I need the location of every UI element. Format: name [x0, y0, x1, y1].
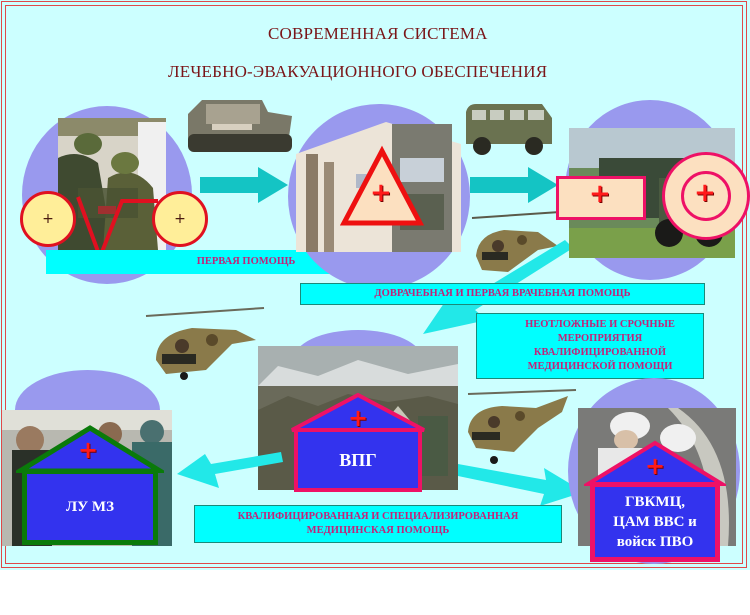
vpg-house-body: ВПГ: [294, 428, 422, 492]
red-cross-icon: +: [589, 179, 611, 209]
lu-mz-label: ЛУ МЗ: [65, 498, 114, 515]
double-circle-inner-ring: [681, 171, 731, 221]
arrow-left-icon: [177, 452, 283, 488]
red-cross-icon: +: [370, 178, 392, 208]
gvkmc-label-line-1: ГВКМЦ,: [625, 494, 685, 510]
banner-pre-medical: ДОВРАЧЕБНАЯ И ПЕРВАЯ ВРАЧЕБНАЯ ПОМОЩЬ: [300, 283, 705, 305]
red-cross-icon: +: [694, 178, 716, 208]
rectangle-aid-icon: [556, 176, 646, 220]
slide-border-outer: [1, 1, 747, 568]
banner-qualified-line-1: КВАЛИФИЦИРОВАННАЯ И СПЕЦИАЛИЗИРОВАННАЯ: [237, 511, 519, 522]
ambulance-vehicle-image: [462, 96, 554, 161]
banner-urgent-line-3: КВАЛИФИЦИРОВАННОЙ: [533, 347, 667, 358]
lu-mz-house-icon: ЛУ МЗ: [16, 425, 164, 547]
red-cross-icon: +: [78, 436, 99, 464]
title-line-1: СОВРЕМЕННАЯ СИСТЕМА: [268, 24, 488, 43]
gvkmc-house-icon: ГВКМЦ, ЦАМ ВВС и войск ПВО: [584, 440, 726, 562]
helicopter-image: [458, 382, 578, 464]
slide: СОВРЕМЕННАЯ СИСТЕМА ЛЕЧЕБНО-ЭВАКУАЦИОННО…: [0, 0, 750, 570]
arrow-right-icon: [200, 167, 288, 203]
vpg-house-icon: ВПГ: [288, 392, 428, 494]
banner-qualified-line-2: МЕДИЦИНСКАЯ ПОМОЩЬ: [306, 525, 450, 536]
banner-urgent-measures: НЕОТЛОЖНЫЕ И СРОЧНЫЕ МЕРОПРИЯТИЯ КВАЛИФИ…: [476, 313, 704, 379]
check-mark-icon: [76, 196, 158, 263]
gvkmc-house-body: ГВКМЦ, ЦАМ ВВС и войск ПВО: [590, 482, 720, 562]
triangle-aid-post-icon: [340, 145, 424, 226]
banner-qualified-specialized: КВАЛИФИЦИРОВАННАЯ И СПЕЦИАЛИЗИРОВАННАЯ М…: [194, 505, 562, 543]
helicopter-image: [468, 206, 564, 280]
lu-mz-house-body: ЛУ МЗ: [22, 469, 158, 545]
vpg-label: ВПГ: [339, 449, 377, 470]
title-line-2: ЛЕЧЕБНО-ЭВАКУАЦИОННОГО ОБЕСПЕЧЕНИЯ: [168, 62, 548, 81]
red-cross-icon: +: [348, 404, 369, 432]
first-aid-circle-left: +: [20, 191, 76, 247]
helicopter-image: [136, 290, 266, 380]
red-cross-icon: +: [645, 452, 666, 480]
armored-vehicle-image: [182, 94, 294, 156]
soldiers-first-aid-photo: [58, 118, 166, 250]
plus-icon: +: [174, 211, 186, 227]
slide-border-inner: [5, 5, 743, 564]
plus-icon: +: [42, 211, 54, 227]
banner-urgent-line-2: МЕРОПРИЯТИЯ: [557, 333, 643, 344]
arrow-right-down-icon: [458, 464, 584, 506]
banner-urgent-line-4: МЕДИЦИНСКОЙ ПОМОЩИ: [527, 361, 673, 372]
arrow-right-icon: [470, 167, 558, 203]
first-aid-circle-right: +: [152, 191, 208, 247]
gvkmc-label-line-2: ЦАМ ВВС и: [613, 514, 697, 530]
banner-urgent-line-1: НЕОТЛОЖНЫЕ И СРОЧНЫЕ: [525, 319, 675, 330]
gvkmc-label-line-3: войск ПВО: [616, 534, 694, 550]
